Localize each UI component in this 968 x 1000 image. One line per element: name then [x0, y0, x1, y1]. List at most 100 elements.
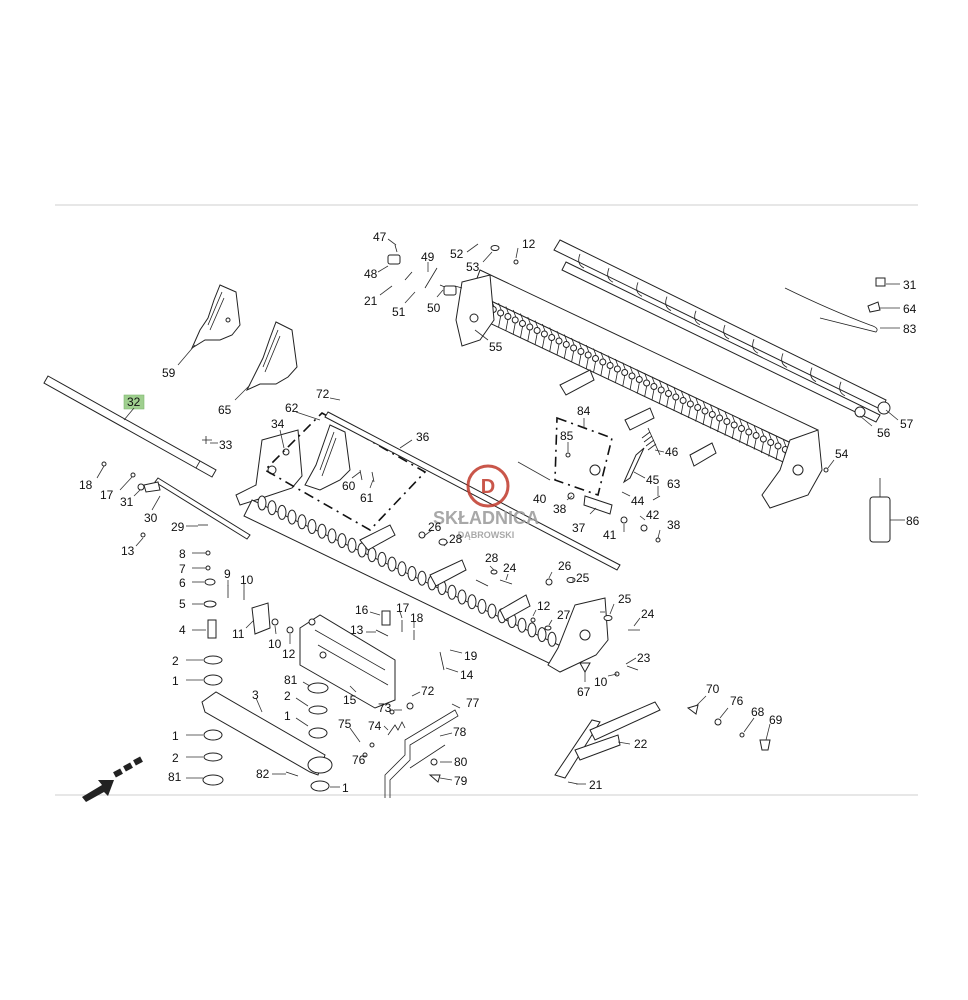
- callout-1b[interactable]: 1: [284, 709, 309, 727]
- callout-49[interactable]: 49: [421, 250, 435, 272]
- callout-31b[interactable]: 31: [120, 489, 141, 509]
- callout-84[interactable]: 84: [577, 404, 591, 428]
- callout-50[interactable]: 50: [427, 289, 444, 315]
- callout-63[interactable]: 63: [657, 477, 681, 496]
- callout-40[interactable]: 40: [517, 461, 551, 506]
- callout-10c[interactable]: 10: [594, 673, 618, 689]
- callout-26b[interactable]: 26: [548, 559, 572, 579]
- callout-24b[interactable]: 24: [633, 607, 655, 627]
- callout-12b[interactable]: 12: [532, 599, 551, 617]
- callout-33[interactable]: 33: [210, 438, 233, 452]
- callout-73[interactable]: 73: [378, 701, 402, 715]
- callout-72b[interactable]: 72: [411, 684, 435, 698]
- callout-47[interactable]: 47: [373, 230, 397, 246]
- callout-13a[interactable]: 13: [121, 537, 144, 558]
- callout-62[interactable]: 62: [285, 401, 321, 421]
- callout-53[interactable]: 53: [466, 251, 493, 274]
- callout-38b[interactable]: 38: [657, 518, 681, 539]
- callout-80[interactable]: 80: [440, 755, 468, 769]
- callout-79[interactable]: 79: [439, 774, 468, 788]
- callout-25b[interactable]: 25: [609, 592, 632, 615]
- callout-68[interactable]: 68: [743, 705, 765, 733]
- callout-64[interactable]: 64: [880, 302, 917, 316]
- callout-59[interactable]: 59: [162, 344, 196, 380]
- callout-30[interactable]: 30: [144, 495, 161, 525]
- callout-10a[interactable]: 10: [240, 573, 254, 590]
- callout-78[interactable]: 78: [439, 725, 467, 739]
- callout-29[interactable]: 29: [171, 520, 198, 534]
- callout-1c[interactable]: 1: [172, 729, 203, 743]
- callout-48[interactable]: 48: [364, 265, 389, 281]
- callout-86[interactable]: 86: [890, 514, 920, 528]
- callout-74[interactable]: 74: [368, 719, 389, 733]
- callout-60[interactable]: 60: [342, 471, 361, 493]
- callout-2c[interactable]: 2: [172, 751, 203, 765]
- callout-27[interactable]: 27: [548, 608, 571, 626]
- callout-32[interactable]: 32: [123, 395, 141, 421]
- callout-13b[interactable]: 13: [350, 623, 376, 637]
- callout-37[interactable]: 37: [572, 507, 597, 535]
- callout-72a[interactable]: 72: [316, 387, 341, 401]
- callout-28b[interactable]: 28: [485, 551, 499, 571]
- callout-14[interactable]: 14: [445, 667, 474, 682]
- callout-18b[interactable]: 18: [410, 611, 424, 628]
- callout-21b[interactable]: 21: [576, 778, 603, 792]
- callout-26a[interactable]: 26: [423, 520, 442, 537]
- callout-34[interactable]: 34: [271, 417, 285, 449]
- callout-55[interactable]: 55: [474, 329, 503, 354]
- callout-69[interactable]: 69: [765, 713, 783, 741]
- callout-67[interactable]: 67: [577, 672, 591, 699]
- callout-7[interactable]: 7: [179, 562, 206, 576]
- callout-16[interactable]: 16: [355, 603, 381, 617]
- callout-15[interactable]: 15: [343, 685, 357, 707]
- callout-54[interactable]: 54: [827, 447, 849, 469]
- callout-9[interactable]: 9: [224, 567, 231, 586]
- callout-2a[interactable]: 2: [172, 654, 203, 668]
- callout-81a[interactable]: 81: [284, 673, 311, 687]
- callout-5[interactable]: 5: [179, 597, 203, 611]
- callout-57[interactable]: 57: [885, 409, 914, 431]
- callout-17a[interactable]: 17: [100, 476, 133, 502]
- callout-81b[interactable]: 81: [168, 770, 203, 784]
- callout-75[interactable]: 75: [338, 717, 361, 743]
- callout-23[interactable]: 23: [625, 651, 651, 665]
- callout-51[interactable]: 51: [392, 291, 416, 319]
- callout-46[interactable]: 46: [654, 445, 679, 459]
- callout-76b[interactable]: 76: [352, 753, 366, 767]
- callout-28a[interactable]: 28: [443, 532, 463, 547]
- callout-77[interactable]: 77: [451, 696, 480, 710]
- callout-52[interactable]: 52: [450, 243, 479, 261]
- callout-45[interactable]: 45: [633, 471, 660, 487]
- callout-41[interactable]: 41: [603, 524, 625, 542]
- callout-17b[interactable]: 17: [396, 601, 410, 619]
- callout-56[interactable]: 56: [859, 415, 891, 440]
- callout-61[interactable]: 61: [360, 479, 374, 505]
- callout-11[interactable]: 11: [232, 619, 255, 641]
- callout-65[interactable]: 65: [218, 384, 251, 417]
- callout-8[interactable]: 8: [179, 547, 206, 561]
- callout-10b[interactable]: 10: [268, 625, 282, 651]
- callout-22[interactable]: 22: [617, 737, 648, 751]
- callout-36[interactable]: 36: [399, 430, 430, 449]
- callout-83[interactable]: 83: [880, 322, 917, 336]
- callout-42[interactable]: 42: [639, 508, 660, 522]
- callout-12c[interactable]: 12: [282, 634, 296, 661]
- callout-82[interactable]: 82: [256, 767, 286, 781]
- callout-4[interactable]: 4: [179, 623, 206, 637]
- callout-3[interactable]: 3: [252, 688, 263, 713]
- callout-6[interactable]: 6: [179, 576, 204, 590]
- callout-19[interactable]: 19: [449, 649, 478, 663]
- callout-25a[interactable]: 25: [572, 571, 590, 585]
- callout-76a[interactable]: 76: [719, 694, 744, 719]
- callout-31a[interactable]: 31: [886, 278, 917, 292]
- callout-38a[interactable]: 38: [553, 495, 573, 516]
- callout-85[interactable]: 85: [560, 429, 574, 452]
- callout-70[interactable]: 70: [695, 682, 720, 707]
- callout-44[interactable]: 44: [621, 491, 645, 508]
- callout-1d[interactable]: 1: [330, 781, 349, 795]
- callout-24a[interactable]: 24: [503, 561, 517, 581]
- callout-18a[interactable]: 18: [79, 465, 105, 492]
- callout-1a[interactable]: 1: [172, 674, 203, 688]
- callout-2b[interactable]: 2: [284, 689, 309, 707]
- callout-21a[interactable]: 21: [364, 285, 393, 308]
